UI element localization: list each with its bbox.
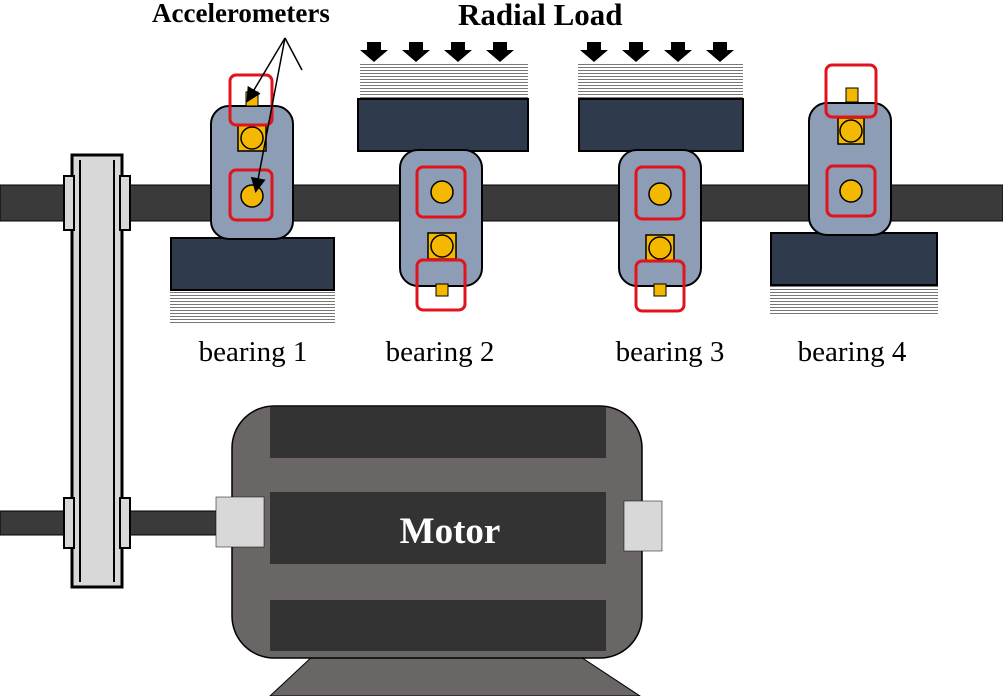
bearing-1-sensor-highlight-mid (228, 168, 274, 222)
motor-label: Motor (400, 511, 501, 552)
bearing-4-sensor-highlight-mid (825, 164, 877, 218)
bearing-1-base (170, 237, 335, 291)
bearing-3 (578, 62, 744, 313)
drive-belt (63, 153, 131, 589)
bearing-1 (170, 73, 335, 324)
bearing-2-label: bearing 2 (386, 336, 495, 368)
bearing-1-label: bearing 1 (199, 336, 308, 368)
bearing-2-top-block (357, 98, 529, 152)
bearing-2-sensor-highlight-bottom (415, 258, 467, 312)
bearing-2 (357, 62, 529, 312)
bearing-4-base (770, 232, 938, 286)
bearing-1-sensor-highlight-top (228, 73, 274, 127)
bearing-3-sensor-highlight-mid (634, 165, 686, 221)
bearing-4-accelerometer (845, 87, 859, 103)
motor-fin-top (270, 407, 606, 458)
motor-fin-middle (270, 492, 606, 564)
accelerometers-label: Accelerometers (152, 0, 330, 28)
motor (215, 405, 663, 696)
load-hatch-3 (578, 62, 743, 98)
bearing-2-accelerometer (435, 283, 449, 297)
accelerometer-pointers (246, 37, 303, 193)
bearing-1-ball-upper (240, 126, 264, 150)
motor-coupling-left (215, 496, 265, 548)
motor-coupling-right (623, 500, 663, 552)
bearing-3-ball-upper (648, 182, 672, 206)
bearing-3-sensor-highlight-bottom (634, 259, 686, 313)
bearing-4-label: bearing 4 (798, 336, 907, 368)
radial-load-arrows-3 (580, 42, 734, 62)
bearing-4-ball-lower (839, 179, 863, 203)
bearing-2-ball-lower (430, 234, 454, 258)
bearing-3-ball-lower (648, 236, 672, 260)
radial-load-arrows-2 (360, 42, 514, 62)
bearing-4-housing (808, 102, 892, 236)
bearing-4-sensor-highlight-top (824, 63, 878, 119)
bearing-4-ball-upper (839, 119, 863, 143)
ground-hatch-4 (770, 286, 938, 316)
bearing-2-ball-upper (430, 180, 454, 204)
ground-hatch-1 (170, 290, 335, 324)
bearing-3-accelerometer (653, 283, 667, 297)
bearing-3-top-block (578, 98, 744, 152)
bearing-2-sensor-highlight-mid (415, 165, 467, 219)
radial-load-label: Radial Load (458, 0, 623, 32)
bearing-3-label: bearing 3 (616, 336, 725, 368)
motor-fin-bottom (270, 600, 606, 651)
bearing-4 (770, 63, 938, 316)
load-hatch-2 (360, 62, 528, 98)
bearing-1-ball-lower (240, 184, 264, 208)
